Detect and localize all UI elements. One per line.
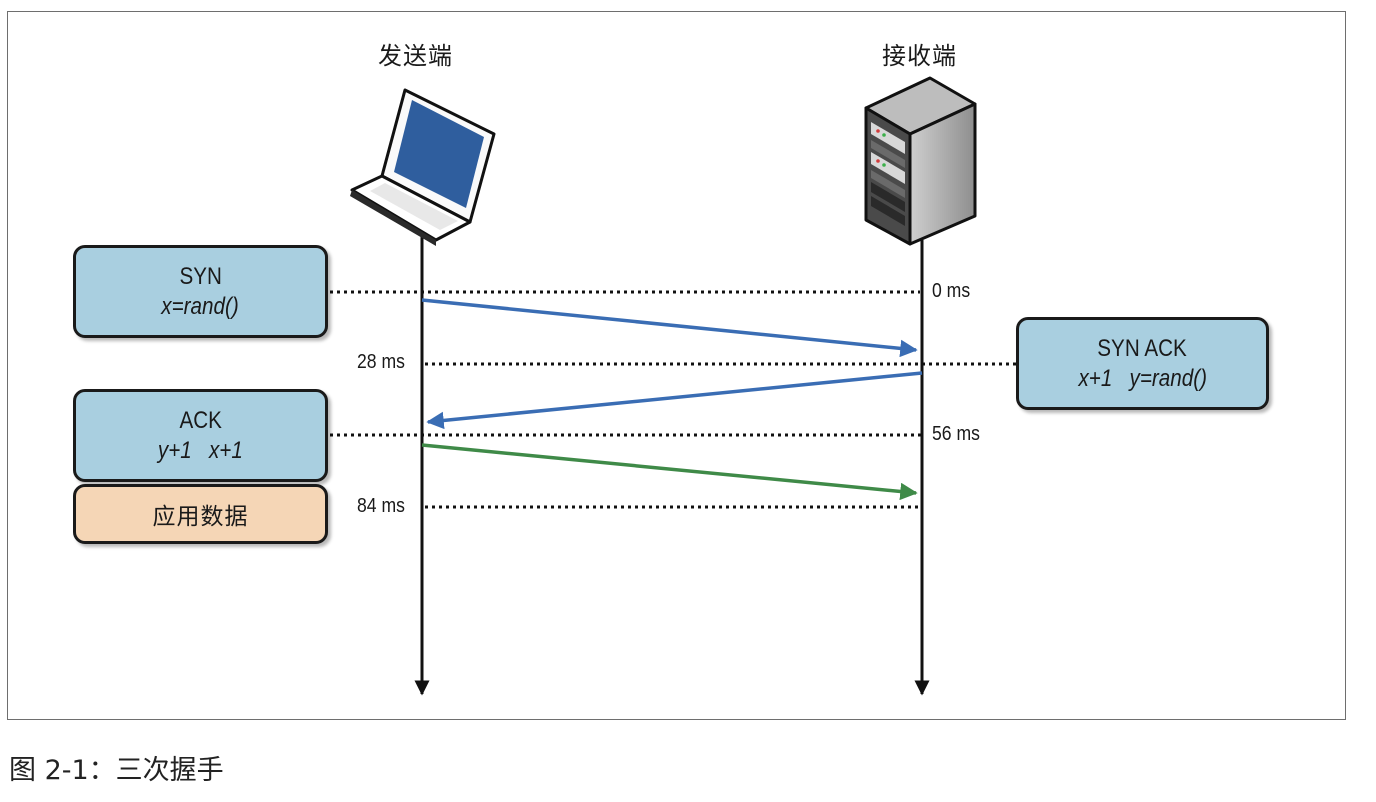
syn-ack-arrow [426,371,923,430]
sender-label: 发送端 [378,42,453,70]
time-label-0ms: 0 ms [932,280,971,302]
receiver-label: 接收端 [882,42,957,70]
app-data-box: 应用数据 [73,484,328,544]
time-label-56ms: 56 ms [932,423,980,445]
server-icon [864,76,977,246]
ack-detail: y+1 x+1 [158,436,243,464]
ack-title: ACK [179,406,222,434]
time-label-28ms: 28 ms [357,351,405,373]
laptop-icon [350,88,496,246]
syn-ack-detail: x+1 y=rand() [1078,364,1207,392]
time-label-84ms: 84 ms [357,495,405,517]
figure-caption: 图 2-1：三次握手 [9,755,224,786]
syn-detail: x=rand() [161,292,240,320]
ack-message-box: ACK y+1 x+1 [73,389,328,482]
syn-arrow [421,298,918,358]
ack-arrow [421,443,918,501]
syn-ack-title: SYN ACK [1097,334,1188,362]
syn-title: SYN [179,262,222,290]
syn-message-box: SYN x=rand() [73,245,328,338]
syn-ack-message-box: SYN ACK x+1 y=rand() [1016,317,1269,410]
app-data-title: 应用数据 [152,504,249,530]
